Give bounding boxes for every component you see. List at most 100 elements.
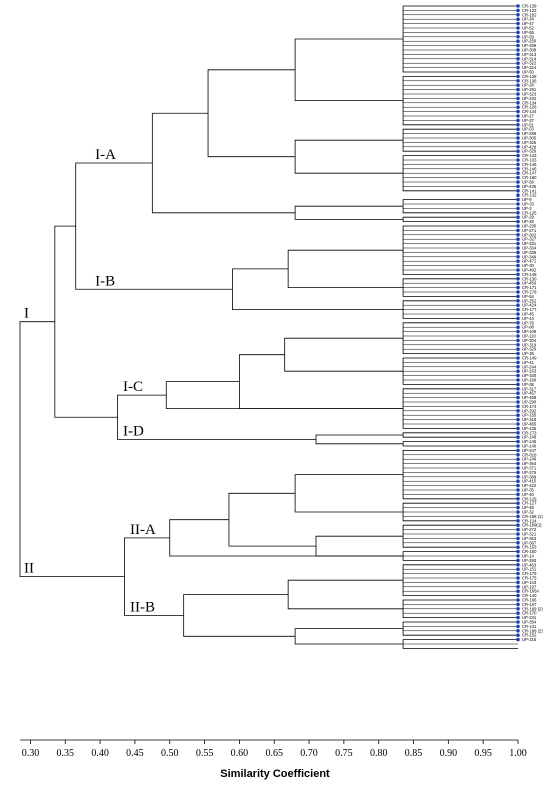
leaf-label: UP-288 [522, 131, 537, 136]
leaf-marker [516, 426, 520, 431]
leaf-marker [516, 123, 520, 127]
leaf-label: UP-54 [522, 294, 535, 299]
cluster-label: II [24, 561, 34, 577]
leaf-label: CR-173 [522, 430, 537, 435]
dendrogram-link [294, 139, 404, 174]
leaf-marker [516, 620, 520, 624]
dendrogram-link [402, 322, 518, 354]
leaf-label: UP-463 [522, 562, 537, 567]
leaf-marker [516, 356, 520, 360]
leaf-label: UP-2 [522, 206, 532, 211]
leaf-marker [516, 624, 520, 629]
leaf-marker [516, 338, 520, 343]
leaf-label: UP-98 [522, 325, 535, 330]
leaf-marker [516, 365, 520, 369]
leaf-marker [516, 149, 520, 153]
leaf-label: UP-145 [522, 439, 537, 444]
dendrogram-link [232, 268, 404, 310]
leaf-marker [516, 109, 520, 114]
leaf-label: UP-50 [522, 70, 535, 75]
leaf-label: CR-177 [522, 307, 537, 312]
leaf-marker [516, 96, 520, 101]
leaf-label: UP-44 [522, 316, 535, 321]
leaf-label: CR-127 [522, 501, 537, 506]
dendrogram-link [402, 524, 518, 548]
leaf-label: UP-28 [522, 83, 535, 88]
leaf-marker [516, 576, 520, 580]
leaf-label: CR-169 (2) [522, 606, 543, 611]
leaf-label: CR-179 [522, 571, 537, 576]
leaf-label: UP-215 [522, 637, 537, 642]
dendrogram-link [165, 381, 404, 409]
leaf-label: UP-40 [522, 492, 535, 497]
leaf-marker [516, 321, 520, 325]
leaf-marker [516, 233, 520, 237]
leaf-label: UP-469 [522, 395, 537, 400]
leaf-marker [516, 567, 520, 571]
leaf-label: UP-108 [522, 329, 537, 334]
leaf-marker [516, 444, 520, 448]
leaf-label: UP-314 [522, 56, 537, 61]
leaf-label: CR-139 [522, 4, 537, 9]
leaf-label: UP-292 [522, 408, 537, 413]
leaf-marker [516, 523, 520, 527]
dendrogram-link [315, 434, 404, 445]
leaf-marker [516, 373, 520, 378]
leaf-marker [516, 593, 520, 598]
leaf-label: CR-148 [522, 272, 537, 277]
leaf-label: CR-125 [522, 210, 537, 215]
leaf-marker [516, 224, 520, 228]
leaf-marker [516, 272, 520, 277]
leaf-marker [516, 334, 520, 338]
leaf-marker [516, 35, 520, 39]
leaf-marker [516, 563, 520, 567]
dendrogram-link [402, 128, 518, 152]
leaf-marker [516, 611, 520, 615]
leaf-label: CR-166 [522, 598, 537, 603]
leaf-marker [516, 237, 520, 241]
leaf-label: UP-317 [522, 386, 537, 391]
tick-label: 0.30 [22, 748, 40, 759]
leaf-label: UP-335 [522, 250, 537, 255]
leaf-marker [516, 391, 520, 396]
leaf-marker [516, 158, 520, 162]
leaf-marker [516, 167, 520, 171]
leaf-marker [516, 360, 520, 365]
leaf-label: UP-155 [522, 413, 537, 418]
dendrogram-link [402, 199, 518, 214]
leaf-label: CR-175 [522, 576, 537, 581]
leaf-label: UP-143 [522, 580, 537, 585]
leaf-label: UP-424 [522, 303, 537, 308]
leaf-marker [516, 184, 520, 189]
leaf-label: UP-319 [522, 342, 537, 347]
leaf-label: CR-016 [522, 452, 537, 457]
dendrogram-link [151, 112, 296, 214]
leaf-label: CR-133 [522, 158, 537, 163]
leaf-marker [516, 457, 520, 462]
dendrogram-link [207, 69, 296, 158]
leaf-marker [516, 351, 520, 356]
tick-label: 0.60 [231, 748, 249, 759]
leaf-label: UP-342 [522, 96, 537, 101]
leaf-marker [516, 202, 520, 206]
leaf-marker [516, 585, 520, 589]
leaf-label: UP-354 [522, 620, 537, 625]
tick-label: 0.70 [300, 748, 318, 759]
leaf-label: UP-371 [522, 466, 537, 471]
leaf-marker [516, 527, 520, 532]
leaf-label: UP-492 [522, 268, 537, 273]
leaf-marker [516, 369, 520, 374]
leaf-marker [516, 629, 520, 633]
leaf-label: UP-353 [522, 536, 537, 541]
leaf-label: UP-30 [522, 263, 535, 268]
leaf-label: CR-143 [522, 153, 537, 158]
leaf-label: UP-163 [522, 369, 537, 374]
leaf-labels: CR-139CR-123CR-182UP-34UP-47UP-52UP-55UP… [516, 4, 543, 642]
leaf-marker [516, 61, 520, 65]
dendrogram-link [169, 519, 404, 557]
dendrogram-link [402, 432, 518, 438]
leaf-marker [516, 637, 520, 642]
leaf-marker [516, 343, 520, 347]
leaf-marker [516, 607, 520, 611]
